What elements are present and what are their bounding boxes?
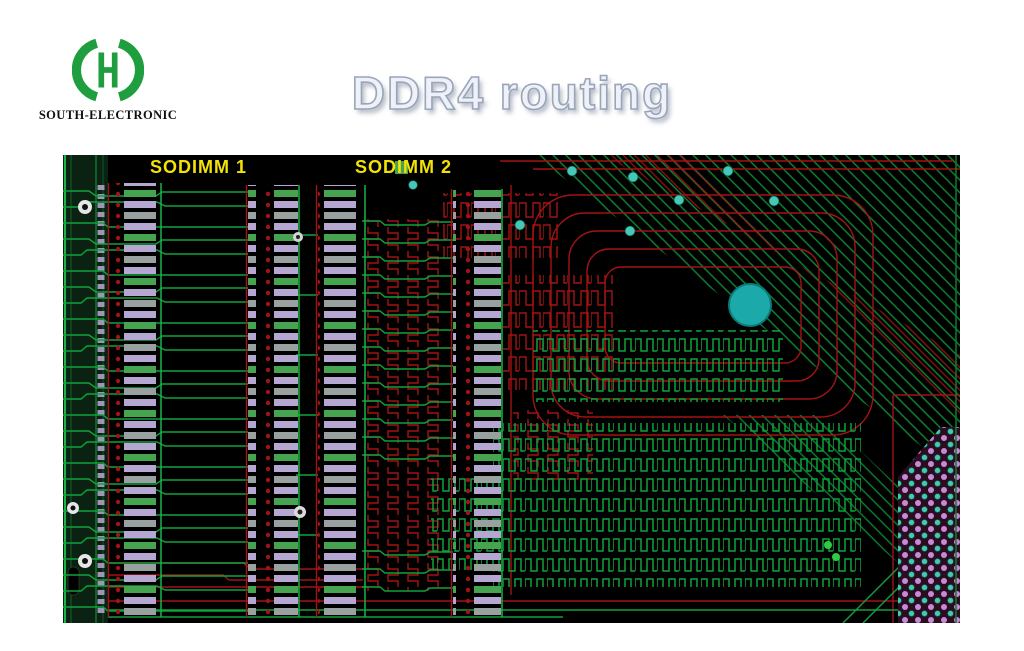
- company-name: SOUTH-ELECTRONIC: [38, 108, 178, 122]
- pcb-routing-svg: SODIMM 1 SODIMM 2: [63, 155, 960, 623]
- sodimm-pad-column: [110, 183, 160, 617]
- sodimm-pad-column: [453, 189, 501, 617]
- bga-fanout-area: [898, 427, 960, 623]
- company-logo-icon: [72, 38, 144, 102]
- page-title: DDR4 routing: [351, 66, 673, 120]
- board-left-edge: [63, 155, 108, 623]
- sodimm-pad-column: [318, 185, 364, 617]
- pcb-layout-image: SODIMM 1 SODIMM 2: [63, 155, 960, 623]
- logo-block: SOUTH-ELECTRONIC: [37, 34, 179, 123]
- sodimm2-label: SODIMM 2: [355, 157, 452, 177]
- pad-square: [395, 161, 408, 174]
- sodimm1-label: SODIMM 1: [150, 157, 247, 177]
- green-trace-bundle: [63, 190, 454, 612]
- sodimm-pad-columns: [107, 183, 503, 617]
- teal-test-points: [408, 165, 840, 561]
- sodimm-pad-column: [248, 185, 298, 617]
- teal-via-pad: [728, 283, 772, 327]
- green-serpentine-traces: [108, 330, 956, 623]
- mounting-holes: [67, 200, 306, 568]
